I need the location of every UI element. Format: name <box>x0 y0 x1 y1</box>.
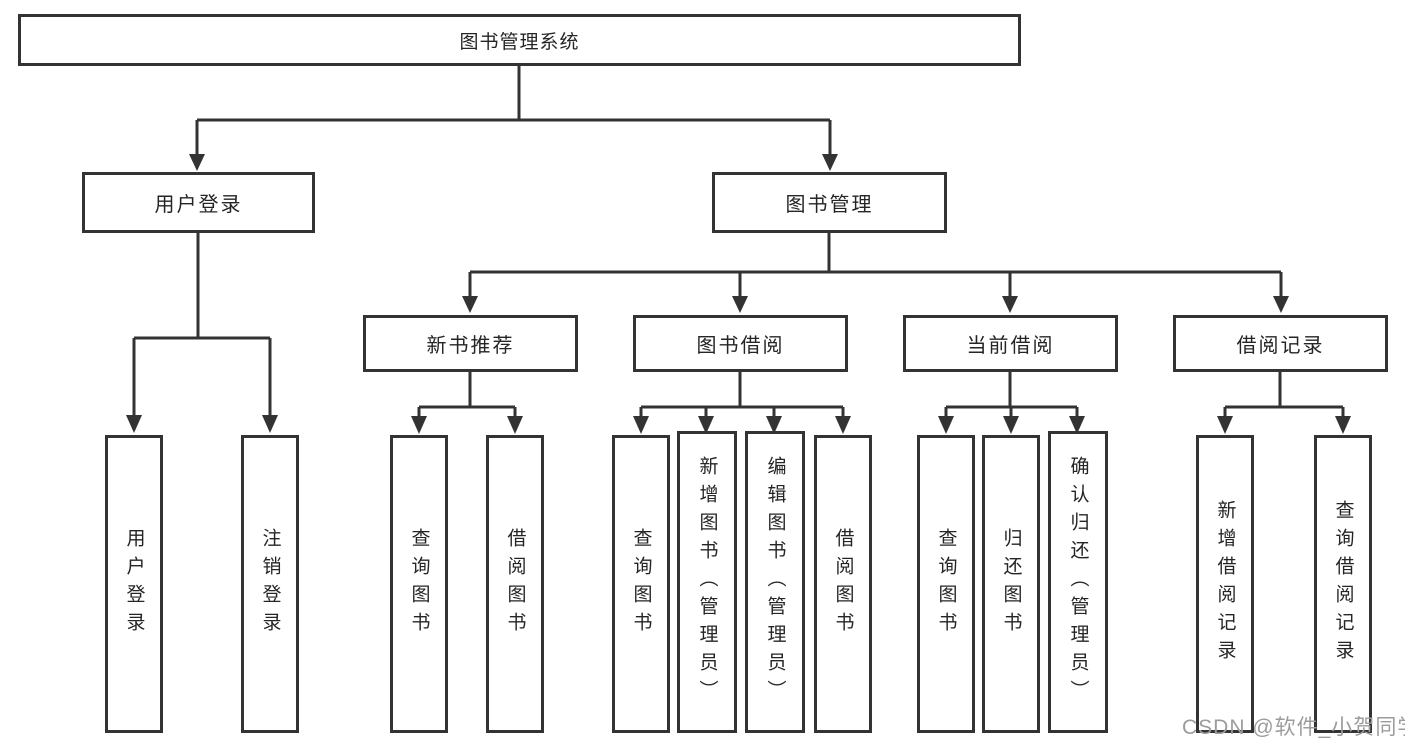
leaf-return-book-label: 归还图书 <box>1000 528 1022 640</box>
connector-root-to-level1 <box>189 66 838 171</box>
node-new-book-recommend: 新书推荐 <box>363 315 578 372</box>
leaf-query-books-borrow-label: 查询图书 <box>630 528 652 640</box>
node-borrow-records: 借阅记录 <box>1173 315 1388 372</box>
leaf-query-books-current: 查询图书 <box>917 435 975 733</box>
leaf-borrow-books-recommend-label: 借阅图书 <box>504 528 526 640</box>
leaf-edit-book-admin-label: 编辑图书（管理员） <box>764 456 786 708</box>
connector-book-management-to-level2 <box>462 232 1289 313</box>
leaf-user-login: 用户登录 <box>105 435 163 733</box>
node-root-label: 图书管理系统 <box>459 31 580 53</box>
connector-user-login-to-leaves <box>126 232 278 433</box>
node-book-borrow-label: 图书借阅 <box>696 335 785 357</box>
node-user-login: 用户登录 <box>82 172 315 233</box>
node-user-login-label: 用户登录 <box>154 194 243 216</box>
connector-current-borrow-to-leaves <box>938 372 1085 434</box>
leaf-logout: 注销登录 <box>241 435 299 733</box>
leaf-edit-book-admin: 编辑图书（管理员） <box>745 431 805 733</box>
leaf-query-borrow-record: 查询借阅记录 <box>1314 435 1372 733</box>
connector-borrow-records-to-leaves <box>1217 372 1351 434</box>
leaf-add-borrow-record: 新增借阅记录 <box>1196 435 1254 733</box>
connector-new-book-recommend-to-leaves <box>411 372 523 434</box>
leaf-query-books-borrow: 查询图书 <box>612 435 670 733</box>
leaf-confirm-return-admin: 确认归还（管理员） <box>1048 431 1108 733</box>
leaf-user-login-label: 用户登录 <box>123 528 145 640</box>
node-new-book-recommend-label: 新书推荐 <box>426 335 515 357</box>
leaf-confirm-return-admin-label: 确认归还（管理员） <box>1067 456 1089 708</box>
node-current-borrow-label: 当前借阅 <box>966 335 1055 357</box>
leaf-borrow-books-recommend: 借阅图书 <box>486 435 544 733</box>
node-book-borrow: 图书借阅 <box>633 315 848 372</box>
leaf-query-books-recommend-label: 查询图书 <box>408 528 430 640</box>
leaf-query-books-current-label: 查询图书 <box>935 528 957 640</box>
leaf-query-borrow-record-label: 查询借阅记录 <box>1332 500 1354 668</box>
node-book-management: 图书管理 <box>712 172 947 233</box>
leaf-query-books-recommend: 查询图书 <box>390 435 448 733</box>
leaf-add-book-admin-label: 新增图书（管理员） <box>696 456 718 708</box>
leaf-logout-label: 注销登录 <box>259 528 281 640</box>
leaf-add-borrow-record-label: 新增借阅记录 <box>1214 500 1236 668</box>
leaf-add-book-admin: 新增图书（管理员） <box>677 431 737 733</box>
leaf-return-book: 归还图书 <box>982 435 1040 733</box>
node-book-management-label: 图书管理 <box>785 194 874 216</box>
leaf-borrow-books: 借阅图书 <box>814 435 872 733</box>
leaf-borrow-books-label: 借阅图书 <box>832 528 854 640</box>
node-borrow-records-label: 借阅记录 <box>1236 335 1325 357</box>
node-root: 图书管理系统 <box>18 14 1021 66</box>
connector-book-borrow-to-leaves <box>633 372 851 434</box>
node-current-borrow: 当前借阅 <box>903 315 1118 372</box>
csdn-watermark: CSDN @软件_小贺同学 <box>1182 716 1405 739</box>
